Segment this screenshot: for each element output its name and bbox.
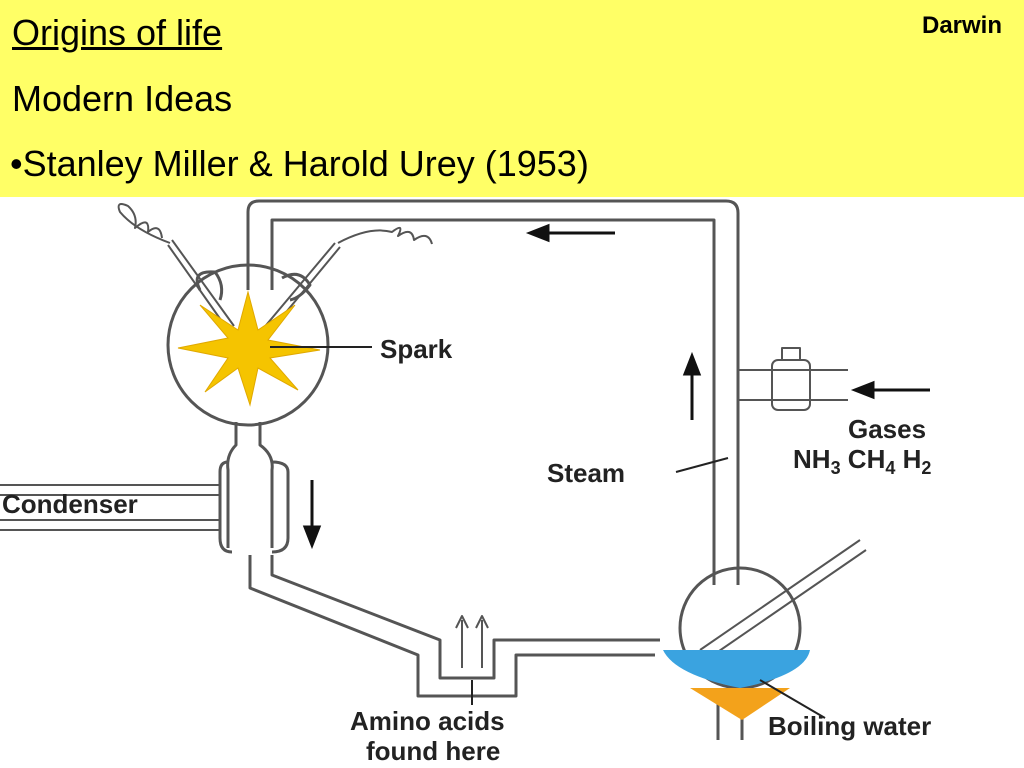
top-tube-outer	[246, 199, 740, 585]
bullet-item: •Stanley Miller & Harold Urey (1953)	[10, 143, 589, 184]
slide-title: Origins of life	[12, 12, 223, 53]
coil-left	[117, 203, 171, 244]
condenser-label: Condenser	[2, 489, 138, 519]
boiling-water	[663, 650, 810, 688]
amino-label-line2: found here	[366, 736, 500, 766]
condenser-jacket	[218, 460, 290, 554]
header-banner: Origins of life Modern Ideas •Stanley Mi…	[0, 0, 1024, 197]
slide-subtitle: Modern Ideas	[12, 78, 233, 119]
steam-pointer	[675, 457, 729, 473]
flow-arrows	[302, 223, 930, 550]
amino-label-line1: Amino acids	[350, 706, 505, 736]
electrode-mount-left	[195, 270, 224, 301]
electrode-left	[167, 239, 235, 331]
spark-label: Spark	[380, 334, 453, 364]
trap-valve	[461, 620, 483, 668]
gases-label: Gases	[848, 414, 926, 444]
miller-urey-diagram: Spark Condenser Steam Gases NH3 CH4 H2 A…	[0, 199, 931, 766]
corner-label: Darwin	[921, 12, 1002, 39]
spark-flask	[166, 263, 330, 427]
gas-inlet	[738, 369, 848, 401]
stopcock-handle	[781, 347, 801, 360]
electrode-mount-right	[281, 272, 312, 302]
steam-label: Steam	[547, 458, 625, 488]
boiling-pointer	[759, 679, 826, 719]
descend-tube-inner	[270, 555, 660, 680]
gases-formula: NH3 CH4 H2	[793, 444, 931, 478]
neck-right	[258, 422, 274, 548]
boiling-label: Boiling water	[768, 711, 931, 741]
thermometer	[699, 539, 867, 661]
top-tube-inner	[270, 218, 716, 585]
condenser-inlet	[0, 484, 220, 531]
coil-right	[337, 226, 433, 245]
trap-valve-arrow	[455, 615, 489, 629]
stopcock	[771, 359, 811, 411]
spark-star	[177, 290, 321, 407]
neck-left	[226, 422, 238, 548]
descend-tube-outer	[248, 555, 655, 698]
flame	[690, 688, 790, 720]
